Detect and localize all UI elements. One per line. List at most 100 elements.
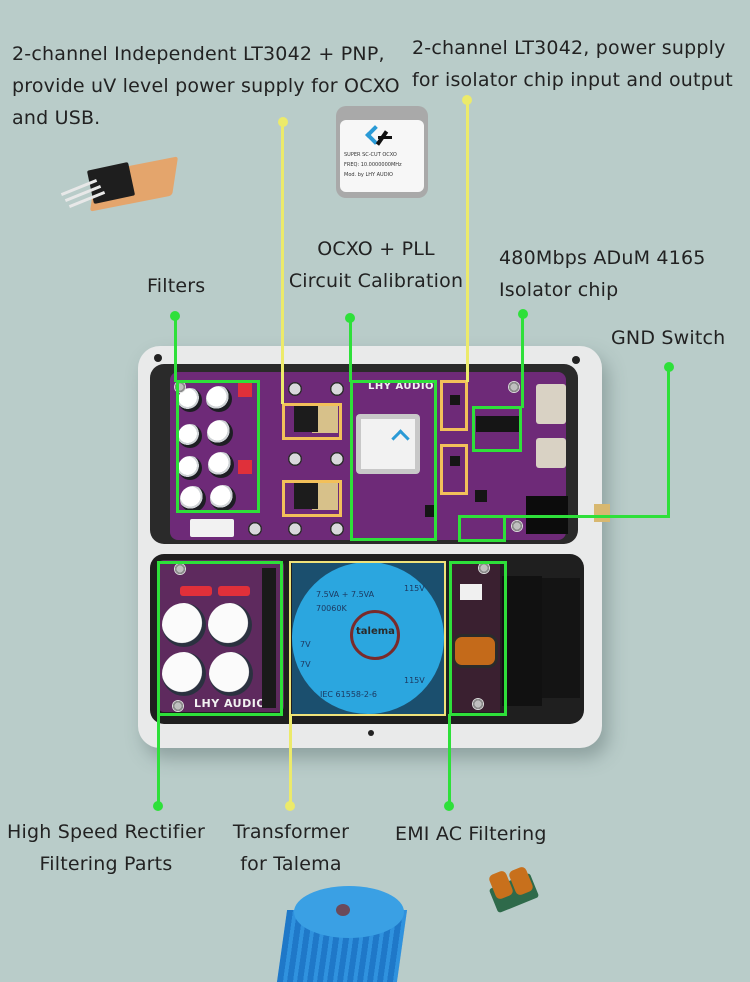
regulator-highlight xyxy=(282,480,342,517)
fuse-block xyxy=(238,460,252,474)
pcb-brand-text: LHY AUDIO xyxy=(368,381,435,392)
ocxo-pll-leader-line xyxy=(349,318,352,382)
talema-transformer-image xyxy=(272,880,412,982)
ck-logo-icon xyxy=(365,125,394,148)
transformer-primary-text: 115V xyxy=(404,584,425,593)
capacitor xyxy=(180,486,206,512)
pcb-brand-text: LHY AUDIO xyxy=(194,697,267,710)
regulator-chip xyxy=(294,483,318,509)
capacitor xyxy=(178,456,202,480)
screw xyxy=(174,563,186,575)
screw xyxy=(172,700,184,712)
emi-label: EMI AC Filtering xyxy=(395,823,547,845)
pll-chip xyxy=(475,490,487,502)
ldo-pnp-label-line: 2-channel Independent LT3042 + PNP, xyxy=(12,43,385,65)
regulator-chip xyxy=(294,406,318,432)
screw xyxy=(478,562,490,574)
transformer-secondary-text: 7V xyxy=(300,640,311,649)
small-capacitor xyxy=(330,382,344,396)
gnd-switch-highlight xyxy=(458,515,506,542)
ldo-pnp-label-line: provide uV level power supply for OCXO xyxy=(12,75,400,97)
screw xyxy=(508,381,520,393)
capacitor xyxy=(178,424,202,448)
gnd-switch-leader-line xyxy=(667,367,670,517)
rectifier-leader-line xyxy=(157,714,160,806)
to220-regulator-image xyxy=(60,156,180,218)
screw xyxy=(472,698,484,710)
ldo-pnp-label-line: and USB. xyxy=(12,107,101,129)
filter-capacitor xyxy=(209,652,253,696)
hole xyxy=(368,730,374,736)
ldo-pnp-label: 2-channel Independent LT3042 + PNP, prov… xyxy=(12,38,400,134)
isolator-leader-line xyxy=(521,314,524,408)
transformer-standard-text: IEC 61558-2-6 xyxy=(320,690,377,699)
fuse-block xyxy=(238,383,252,397)
hole xyxy=(572,356,580,364)
ldo-chip xyxy=(450,456,460,466)
rectifier-label: High Speed Rectifier Filtering Parts xyxy=(4,816,208,880)
ldo-pnp-leader-line xyxy=(281,122,284,404)
filters-highlight xyxy=(176,380,260,513)
transformer-rating-text: 7.5VA + 7.5VA xyxy=(316,590,375,599)
transformer-secondary-text: 7V xyxy=(300,660,311,669)
talema-logo-icon xyxy=(350,610,400,660)
capacitor xyxy=(210,485,236,511)
small-capacitor xyxy=(248,522,262,536)
small-capacitor xyxy=(288,522,302,536)
isolator-chip xyxy=(476,416,520,432)
filter-capacitor xyxy=(162,603,206,647)
rectifier-label-line: High Speed Rectifier xyxy=(7,821,205,843)
transformer-label: Transformer for Talema xyxy=(226,816,356,880)
filter-capacitor xyxy=(208,603,252,647)
ocxo-module-image: SUPER SC-CUT OCXO FREQ: 10.0000000MHz Mo… xyxy=(336,106,428,198)
filters-label: Filters xyxy=(147,275,206,297)
ldo-isolator-leader-line xyxy=(466,100,469,382)
small-capacitor xyxy=(288,382,302,396)
capacitor xyxy=(208,452,234,478)
small-capacitor xyxy=(330,522,344,536)
ocxo-maker-text: Mod. by LHY AUDIO xyxy=(344,172,393,178)
rectifier-diodes xyxy=(262,568,276,708)
ocxo-label-text: SUPER SC-CUT OCXO xyxy=(344,152,397,158)
isolator-label-line: Isolator chip xyxy=(499,279,619,301)
emi-leader-line xyxy=(448,714,451,806)
usb-port-a xyxy=(536,384,566,424)
small-capacitor xyxy=(330,452,344,466)
ldo-isolator-label: 2-channel LT3042, power supply for isola… xyxy=(412,32,733,96)
regulator-highlight xyxy=(282,403,342,440)
transformer-label-line: for Talema xyxy=(240,853,342,875)
callout-dot xyxy=(153,801,163,811)
ocxo-freq-text: FREQ: 10.0000000MHz xyxy=(344,162,402,168)
isolator-label: 480Mbps ADuM 4165 Isolator chip xyxy=(499,242,706,306)
isolator-label-line: 480Mbps ADuM 4165 xyxy=(499,247,706,269)
capacitor xyxy=(206,386,232,412)
callout-dot xyxy=(444,801,454,811)
ocxo-label-plate xyxy=(361,419,415,469)
transformer-highlight xyxy=(289,561,446,716)
transformer-primary-text: 115V xyxy=(404,676,425,685)
ldo-isolator-highlight xyxy=(440,380,468,431)
ac-connector xyxy=(460,584,482,600)
small-capacitor xyxy=(288,452,302,466)
filters-leader-line xyxy=(174,316,177,382)
wire-connector xyxy=(190,519,234,537)
gnd-terminal xyxy=(594,504,610,522)
transformer-brand-text: talema xyxy=(356,626,395,637)
ldo-chip xyxy=(450,395,460,405)
usb-port-b xyxy=(536,438,566,468)
ocxo-pll-highlight xyxy=(350,380,437,541)
fuse-block xyxy=(180,586,212,596)
filter-capacitor xyxy=(162,652,206,696)
rectifier-highlight xyxy=(157,561,283,716)
emi-highlight xyxy=(449,561,507,716)
ldo-isolator-label-line: for isolator chip input and output xyxy=(412,69,733,91)
ldo-isolator-highlight xyxy=(440,444,468,495)
ldo-isolator-label-line: 2-channel LT3042, power supply xyxy=(412,37,726,59)
ocxo-pll-label-line: OCXO + PLL xyxy=(317,238,435,260)
transformer-leader-line xyxy=(289,714,292,806)
emi-choke-image xyxy=(486,865,542,914)
gnd-switch-leader-line xyxy=(504,515,670,518)
rectifier-label-line: Filtering Parts xyxy=(39,853,173,875)
gnd-switch-label: GND Switch xyxy=(611,327,726,349)
hole xyxy=(154,354,162,362)
